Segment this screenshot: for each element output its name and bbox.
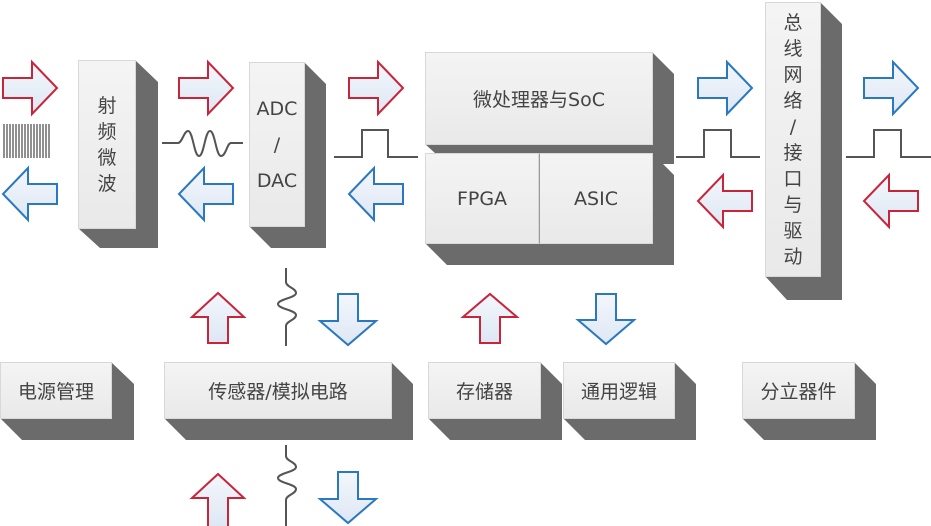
sensor-analog-block: 传感器/模拟电路 xyxy=(164,362,413,440)
block-label-char: 网 xyxy=(783,63,803,86)
block-label-char: 动 xyxy=(783,245,803,268)
arrow-up-icon xyxy=(189,472,247,526)
arrow-right-icon xyxy=(178,59,235,117)
arrow-left-icon xyxy=(696,172,753,230)
general-logic-label: 通用逻辑 xyxy=(563,362,675,419)
block-label-char: 与 xyxy=(783,193,803,216)
arrow-left-icon xyxy=(862,172,919,230)
arrow-up-icon xyxy=(460,292,520,344)
block-label-char: 频 xyxy=(97,120,117,143)
analog-sine-icon xyxy=(162,129,243,158)
arrow-right-icon xyxy=(863,59,920,117)
block-label-line: DAC xyxy=(256,169,298,192)
sensor-analog-label: 传感器/模拟电路 xyxy=(164,362,392,419)
block-label-char: / xyxy=(789,115,797,138)
arrow-right-icon xyxy=(2,59,59,117)
fpga-asic-block: FPGA ASIC xyxy=(425,153,674,265)
analog-wave-vertical-icon xyxy=(276,445,298,526)
discrete-devices-block: 分立器件 xyxy=(742,362,876,440)
arrow-left-icon xyxy=(347,165,404,223)
arrow-down-icon xyxy=(317,293,379,347)
arrow-down-icon xyxy=(575,293,637,346)
block-label-char: 接 xyxy=(783,141,803,164)
block-label-char: 口 xyxy=(783,167,803,190)
digital-pulse-icon xyxy=(334,129,418,158)
arrow-up-icon xyxy=(189,291,247,344)
arrow-right-icon xyxy=(697,59,754,117)
block-label-line: ADC xyxy=(256,97,298,120)
block-label-char: 微 xyxy=(97,146,117,169)
digital-pulse-icon xyxy=(846,129,931,158)
power-management-block: 电源管理 xyxy=(0,362,134,440)
asic-label: ASIC xyxy=(539,153,653,244)
block-label-char: 线 xyxy=(783,37,803,60)
bus-network-interface-block: 总 线 网 络 / 接 口 与 驱 动 xyxy=(765,2,842,300)
memory-block: 存储器 xyxy=(428,362,562,440)
microprocessor-soc-block: 微处理器与SoC xyxy=(425,52,674,164)
fpga-label: FPGA xyxy=(425,153,539,244)
arrow-left-icon xyxy=(177,165,234,223)
digital-pulse-icon xyxy=(676,129,760,158)
block-label-line: / xyxy=(273,133,281,156)
power-management-label: 电源管理 xyxy=(0,362,112,419)
analog-wave-vertical-icon xyxy=(276,268,298,346)
block-label-char: 总 xyxy=(783,11,803,34)
arrow-right-icon xyxy=(348,59,405,117)
block-label-char: 驱 xyxy=(783,219,803,242)
discrete-devices-label: 分立器件 xyxy=(742,362,855,419)
rf-signal-icon xyxy=(3,124,50,158)
microprocessor-soc-label: 微处理器与SoC xyxy=(425,52,653,145)
memory-label: 存储器 xyxy=(428,362,541,419)
arrow-down-icon xyxy=(317,471,379,525)
block-label-char: 络 xyxy=(783,89,803,112)
block-label-char: 射 xyxy=(97,94,117,117)
adc-dac-block: ADC / DAC xyxy=(249,62,326,248)
rf-microwave-block: 射 频 微 波 xyxy=(78,60,158,248)
block-label-char: 波 xyxy=(97,172,117,195)
general-logic-block: 通用逻辑 xyxy=(563,362,696,440)
arrow-left-icon xyxy=(1,165,58,223)
